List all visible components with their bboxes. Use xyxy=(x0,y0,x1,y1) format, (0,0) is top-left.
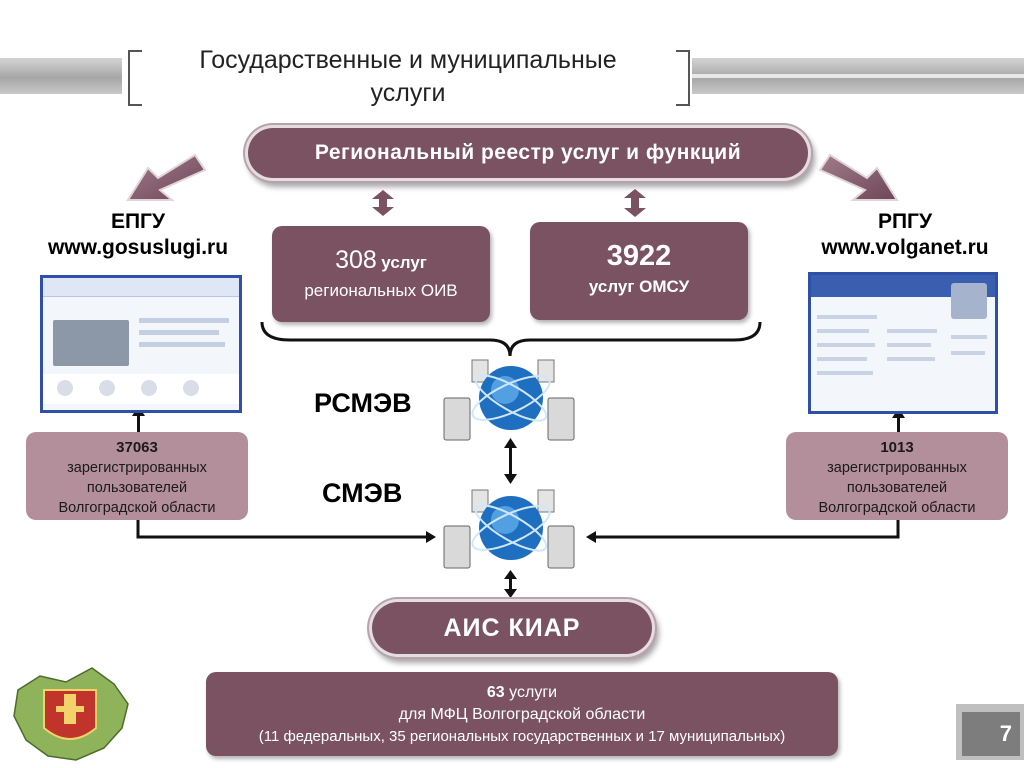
smev-label: СМЭВ xyxy=(322,478,403,508)
omsu-subtitle: услуг ОМСУ xyxy=(588,277,690,296)
ais-kiar-pill: АИС КИАР xyxy=(372,602,652,654)
users-right-box: 1013 зарегистрированных пользователей Во… xyxy=(786,432,1008,520)
users-right-count: 1013 xyxy=(880,439,914,456)
epgu-label: ЕПГУ www.gosuslugi.ru xyxy=(20,210,256,260)
users-left-count: 37063 xyxy=(116,439,158,456)
users-left-box: 37063 зарегистрированных пользователей В… xyxy=(26,432,248,520)
arrow-to-epgu-icon xyxy=(126,153,207,201)
users-left-line1: зарегистрированных xyxy=(67,460,207,476)
title-line-1: Государственные и муниципальные xyxy=(199,46,617,74)
region-emblem-icon xyxy=(13,667,129,761)
line-left-icon xyxy=(136,520,426,539)
brace-icon xyxy=(260,321,762,357)
users-left-line2: пользователей xyxy=(86,480,188,496)
rpgu-name: РПГУ xyxy=(877,210,933,233)
page-title: Государственные и муниципальные услуги xyxy=(140,44,676,110)
page-number: 7 xyxy=(962,712,1020,756)
oiv-subtitle: региональных ОИВ xyxy=(304,281,458,300)
mfc-line2: для МФЦ Волгоградской области xyxy=(398,706,646,723)
omsu-number: 3922 xyxy=(606,240,672,272)
mfc-unit: услуги xyxy=(509,684,558,701)
rsmev-network-icon xyxy=(443,359,575,441)
rpgu-screenshot xyxy=(808,272,998,414)
arrow-rsmev-smev-icon xyxy=(504,438,517,484)
users-right-line2: пользователей xyxy=(846,480,948,496)
epgu-url[interactable]: www.gosuslugi.ru xyxy=(47,236,229,259)
mfc-line3: (11 федеральных, 35 региональных государ… xyxy=(258,728,786,745)
mfc-services-box: 63 услуги для МФЦ Волгоградской области … xyxy=(206,672,838,756)
users-left-line3: Волгоградской области xyxy=(58,500,216,516)
mfc-number: 63 xyxy=(486,684,505,701)
header-bar-left xyxy=(0,58,122,94)
line-right-icon xyxy=(596,520,900,539)
users-right-line1: зарегистрированных xyxy=(827,460,967,476)
epgu-screenshot xyxy=(40,275,242,413)
rpgu-label: РПГУ www.volganet.ru xyxy=(790,210,1020,260)
title-bracket-left xyxy=(128,50,142,106)
arrow-to-rpgu-icon xyxy=(818,153,899,201)
header-bar-right xyxy=(692,58,1024,94)
oiv-unit: услуг xyxy=(381,253,427,272)
smev-network-icon xyxy=(443,489,575,569)
double-arrow-omsu-icon xyxy=(624,189,646,217)
registry-pill: Региональный реестр услуг и функций xyxy=(248,128,808,178)
double-arrow-oiv-icon xyxy=(372,190,394,216)
users-right-line3: Волгоградской области xyxy=(818,500,976,516)
rsmev-label: РСМЭВ xyxy=(314,388,412,418)
title-bracket-right xyxy=(676,50,690,106)
oiv-services-box: 308 услуг региональных ОИВ xyxy=(272,226,490,322)
rpgu-url[interactable]: www.volganet.ru xyxy=(821,236,989,259)
epgu-name: ЕПГУ xyxy=(110,210,166,233)
title-line-2: услуги xyxy=(370,79,446,107)
oiv-number: 308 xyxy=(335,246,377,274)
arrow-smev-ais-icon xyxy=(504,570,517,598)
omsu-services-box: 3922 услуг ОМСУ xyxy=(530,222,748,320)
